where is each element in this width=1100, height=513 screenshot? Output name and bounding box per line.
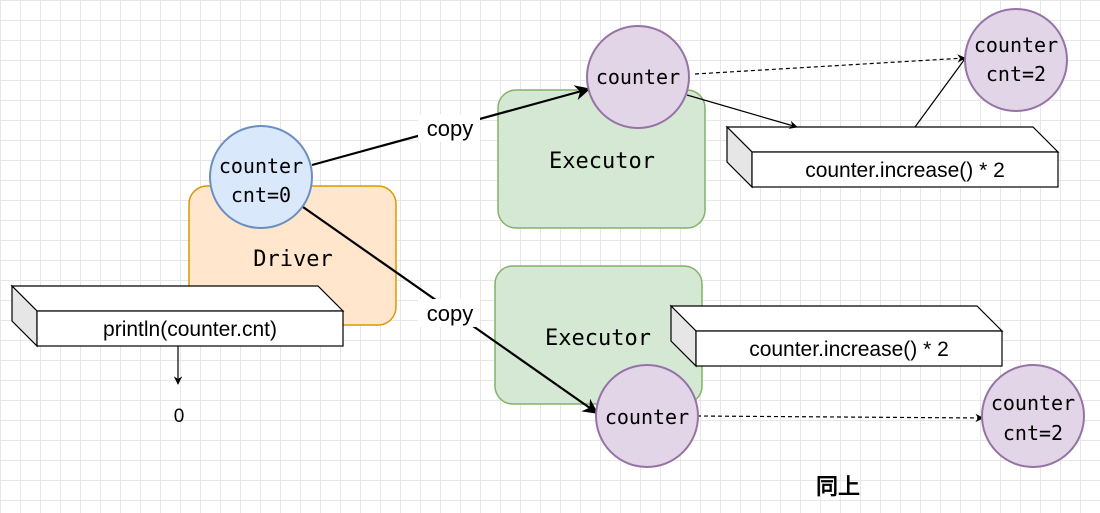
- increase-box-bottom[interactable]: counter.increase() * 2: [669, 304, 1004, 368]
- result-counter-bottom-value: cnt=2: [1003, 421, 1063, 445]
- println-statement: println(counter.cnt): [103, 318, 277, 341]
- println-output: 0: [174, 406, 185, 427]
- note-same-as-above: 同上: [816, 474, 860, 499]
- println-box[interactable]: println(counter.cnt): [10, 284, 345, 348]
- result-counter-top-node[interactable]: [964, 8, 1068, 112]
- executor-top-counter-node[interactable]: [586, 25, 690, 129]
- executor-top-counter-label: counter: [596, 65, 680, 89]
- driver-counter-node[interactable]: [209, 125, 313, 229]
- edge-top-counter-to-increase: [686, 94, 798, 129]
- result-counter-bottom-label: counter: [991, 391, 1075, 415]
- executor-bottom-label: Executor: [545, 326, 651, 351]
- edge-top-counter-to-result-dashed: [694, 54, 966, 75]
- result-counter-bottom-node[interactable]: [981, 364, 1085, 468]
- executor-top-label: Executor: [549, 149, 655, 174]
- increase-box-top[interactable]: counter.increase() * 2: [725, 125, 1060, 189]
- result-counter-top-value: cnt=2: [986, 62, 1046, 86]
- increase-statement-bottom: counter.increase() * 2: [749, 338, 949, 361]
- driver-counter-label: counter: [219, 154, 303, 178]
- executor-bottom-counter-label: counter: [605, 405, 689, 429]
- edge-bottom-counter-to-result-dashed: [696, 413, 984, 423]
- executor-bottom-counter-node[interactable]: [595, 364, 699, 468]
- driver-counter-value: cnt=0: [231, 183, 291, 207]
- edge-label-copy-top: copy: [427, 116, 473, 141]
- edge-label-copy-bottom: copy: [427, 301, 473, 326]
- edge-increase-to-result-top: [914, 55, 968, 128]
- result-counter-top-label: counter: [974, 33, 1058, 57]
- driver-label: Driver: [253, 247, 332, 272]
- increase-statement-top: counter.increase() * 2: [805, 159, 1005, 182]
